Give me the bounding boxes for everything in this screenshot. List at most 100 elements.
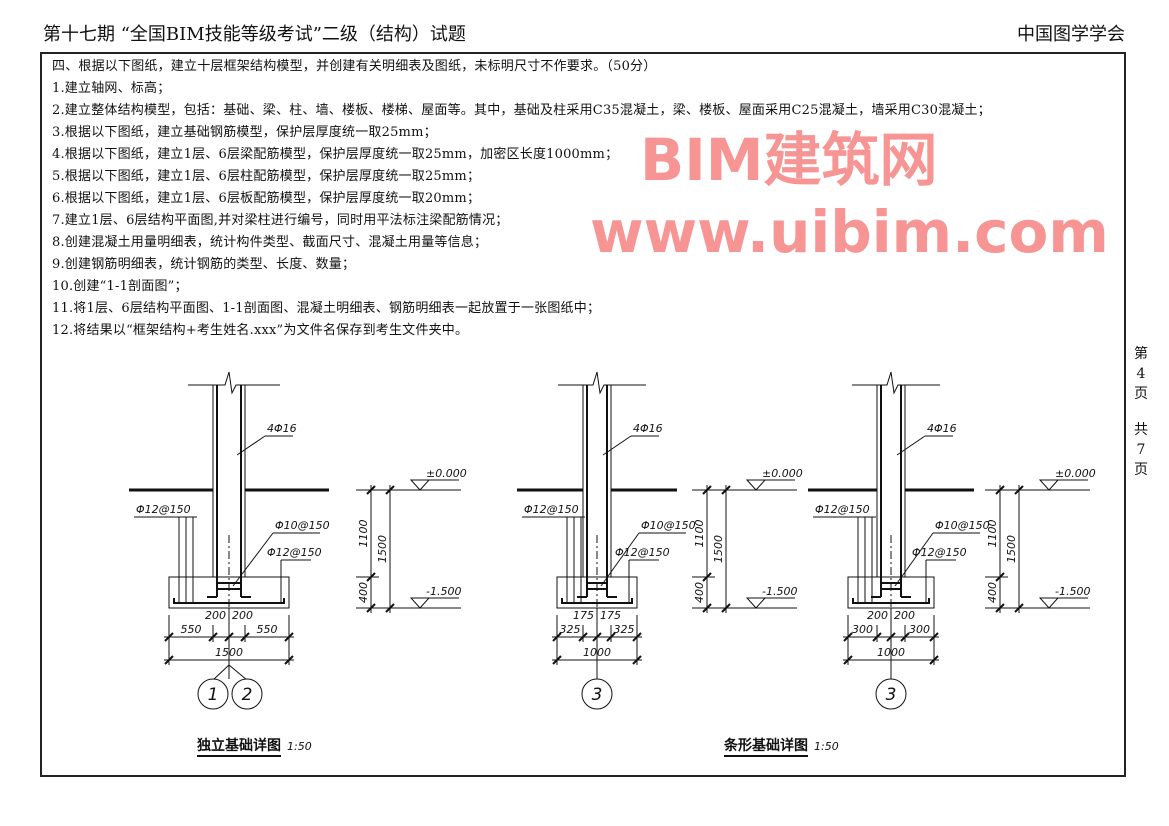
caption-strip-foundation: 条形基础详图 1:50 — [724, 735, 839, 757]
break-symbol — [213, 371, 245, 395]
dimension-label: 175 — [600, 609, 621, 622]
column-rebar-label: 4Φ16 — [267, 422, 297, 435]
organization-name: 中国图学学会 — [1017, 24, 1125, 45]
dimension-tick — [1014, 603, 1024, 613]
dimension-label: 200 — [867, 609, 888, 622]
dimension-total-label: 1000 — [583, 646, 611, 659]
elevation-marker-icon — [1038, 479, 1060, 491]
elevation-bottom-label: -1.500 — [762, 585, 797, 598]
dimension-tick — [578, 632, 588, 642]
height-label: 400 — [986, 582, 999, 603]
height-label: 400 — [693, 582, 706, 603]
elevation-marker-icon — [745, 597, 767, 609]
axis-leader — [212, 664, 230, 681]
dimension-tick — [900, 632, 910, 642]
requirement-heading: 四、根据以下图纸，建立十层框架结构模型，并创建有关明细表及图纸，未标明尺寸不作要… — [52, 59, 657, 74]
dimension-tick — [995, 572, 1005, 582]
dimension-label: 175 — [573, 609, 594, 622]
watermark-url: www.uibim.com — [590, 198, 1109, 266]
requirement-item: 7.建立1层、6层结构平面图,并对梁柱进行编号，同时用平法标注梁配筋情况； — [52, 213, 509, 228]
dimension-tick — [721, 603, 731, 613]
height-label: 1100 — [693, 520, 706, 548]
dimension-tick — [552, 655, 562, 665]
caption-isolated-foundation: 独立基础详图 1:50 — [197, 735, 312, 757]
dimension-label: 325 — [614, 623, 635, 636]
height-total-label: 1500 — [1005, 535, 1018, 563]
elevation-marker-icon — [1038, 597, 1060, 609]
dimension-label: 550 — [181, 623, 202, 636]
dimension-tick — [929, 655, 939, 665]
height-total-label: 1500 — [376, 535, 389, 563]
dimension-tick — [224, 632, 234, 642]
dimension-tick — [164, 632, 174, 642]
dimension-tick — [592, 632, 602, 642]
dimension-tick — [995, 603, 1005, 613]
page-indicator-char: 页 — [1134, 386, 1148, 402]
caption-scale: 1:50 — [287, 740, 312, 753]
axis-number: 3 — [886, 685, 897, 705]
requirement-item: 10.创建“1-1剖面图”； — [52, 279, 188, 294]
caption-scale: 1:50 — [814, 740, 839, 753]
elevation-marker-icon — [409, 479, 431, 491]
dimension-tick — [552, 632, 562, 642]
dimension-tick — [164, 655, 174, 665]
caption-title: 条形基础详图 — [724, 738, 808, 757]
elevation-marker-icon — [409, 597, 431, 609]
requirements-list: 四、根据以下图纸，建立十层框架结构模型，并创建有关明细表及图纸，未标明尺寸不作要… — [52, 56, 991, 342]
requirement-item: 4.根据以下图纸，建立1层、6层梁配筋模型，保护层厚度统一取25mm，加密区长度… — [52, 147, 619, 162]
dimension-tick — [606, 632, 616, 642]
page-indicator: 第 4 页 共 7 页 — [1132, 344, 1150, 480]
dimension-tick — [632, 632, 642, 642]
height-label: 400 — [357, 582, 370, 603]
dimension-label: 325 — [560, 623, 581, 636]
requirement-item: 12.将结果以“框架结构+考生姓名.xxx”为文件名保存到考生文件夹中。 — [52, 323, 469, 338]
requirement-item: 9.创建钢筋明细表，统计钢筋的类型、长度、数量； — [52, 257, 356, 272]
page-number: 4 — [1136, 366, 1146, 382]
dimension-tick — [843, 632, 853, 642]
axis-bubble — [875, 678, 907, 710]
dimension-tick — [366, 603, 376, 613]
page-indicator-char: 页 — [1134, 462, 1148, 478]
caption-title: 独立基础详图 — [197, 738, 281, 757]
dimension-label: 200 — [894, 609, 915, 622]
requirement-item: 1.建立轴网、标高； — [52, 81, 171, 96]
dimension-tick — [702, 572, 712, 582]
left-rebar-label: Φ12@150 — [524, 503, 579, 516]
dimension-total-label: 1500 — [215, 646, 243, 659]
elevation-top-label: ±0.000 — [426, 467, 467, 480]
requirement-item: 3.根据以下图纸，建立基础钢筋模型，保护层厚度统一取25mm； — [52, 125, 437, 140]
leader-line — [232, 532, 274, 587]
stirrup-label: Φ10@150 — [275, 519, 330, 532]
elevation-bottom-label: -1.500 — [1055, 585, 1090, 598]
dimension-tick — [1014, 485, 1024, 495]
axis-leader — [228, 664, 248, 681]
dimension-tick — [284, 655, 294, 665]
height-label: 1100 — [357, 520, 370, 548]
left-rebar-label: Φ12@150 — [815, 503, 870, 516]
axis-bubble — [197, 678, 229, 710]
requirement-item: 6.根据以下图纸，建立1层、6层板配筋模型，保护层厚度统一取20mm； — [52, 191, 481, 206]
dimension-label: 200 — [205, 609, 226, 622]
height-label: 1100 — [986, 520, 999, 548]
height-total-label: 1500 — [712, 535, 725, 563]
dimension-tick — [995, 485, 1005, 495]
requirement-item: 5.根据以下图纸，建立1层、6层柱配筋模型，保护层厚度统一取25mm； — [52, 169, 481, 184]
break-symbol — [877, 371, 905, 395]
dimension-tick — [929, 632, 939, 642]
axis-number: 1 — [208, 685, 219, 705]
exam-title: 第十七期 “全国BIM技能等级考试”二级（结构）试题 — [43, 24, 466, 45]
dimension-tick — [843, 655, 853, 665]
requirement-item: 2.建立整体结构模型，包括：基础、梁、柱、墙、楼板、楼梯、屋面等。其中，基础及柱… — [52, 103, 991, 118]
leader-line — [236, 435, 266, 456]
dimension-total-label: 1000 — [877, 646, 905, 659]
right-rebar-label: Φ12@150 — [912, 546, 967, 559]
column-rebar-label: 4Φ16 — [927, 422, 957, 435]
axis-bubble — [231, 678, 263, 710]
page-indicator-char: 第 — [1134, 346, 1148, 362]
drawing-frame — [40, 52, 1126, 777]
dimension-tick — [702, 485, 712, 495]
